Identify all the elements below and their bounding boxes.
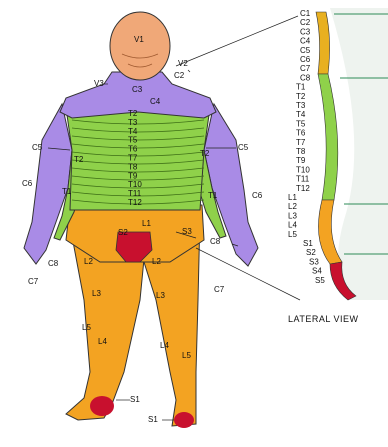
label-c7-left: C7 <box>28 277 39 286</box>
label-l4-right: L4 <box>160 341 169 350</box>
spine-label-t5: T5 <box>296 119 306 128</box>
spine-label-l5: L5 <box>288 230 297 239</box>
spine-label-t8: T8 <box>296 147 306 156</box>
spine-label-c8: C8 <box>300 73 311 82</box>
spine-label-t7: T7 <box>296 138 306 147</box>
lateral-view-caption: LATERAL VIEW <box>288 314 359 324</box>
torso-label-t10: T10 <box>128 180 142 189</box>
spine-label-l3: L3 <box>288 211 297 220</box>
torso-label-t11: T11 <box>128 189 142 198</box>
label-s2: S2 <box>118 228 128 237</box>
spine-label-l1: L1 <box>288 193 297 202</box>
label-l5-left: L5 <box>82 323 91 332</box>
label-c6-right: C6 <box>252 191 263 200</box>
spine-label-c1: C1 <box>300 9 311 18</box>
label-v1: V1 <box>134 35 144 44</box>
torso-label-t8: T8 <box>128 162 138 171</box>
spine-label-t9: T9 <box>296 156 306 165</box>
cervical-spine <box>316 12 330 74</box>
label-c4: C4 <box>150 97 161 106</box>
left-foot-s1 <box>90 396 114 416</box>
head <box>110 12 170 80</box>
lateral-spine <box>316 8 388 300</box>
label-l2-left: L2 <box>84 257 93 266</box>
label-t1-right: T1 <box>208 191 218 200</box>
spine-label-c5: C5 <box>300 46 311 55</box>
spine-label-t4: T4 <box>296 110 306 119</box>
spine-label-t1: T1 <box>296 83 306 92</box>
torso-label-t4: T4 <box>128 127 138 136</box>
torso-label-t3: T3 <box>128 118 138 127</box>
label-c6-left: C6 <box>22 179 33 188</box>
label-v3: V3 <box>94 79 104 88</box>
label-l4-left: L4 <box>98 337 107 346</box>
label-t1-left: T1 <box>62 187 72 196</box>
torso-label-t7: T7 <box>128 154 138 163</box>
spine-label-s3: S3 <box>309 257 319 266</box>
thoracic-spine <box>318 74 338 200</box>
label-s1-foot: S1 <box>130 395 140 404</box>
label-l3-left: L3 <box>92 289 101 298</box>
spine-label-c2: C2 <box>300 18 311 27</box>
label-c5-left: C5 <box>32 143 43 152</box>
spine-label-s4: S4 <box>312 267 322 276</box>
torso-label-t12: T12 <box>128 198 142 207</box>
label-c8-left: C8 <box>48 259 59 268</box>
label-v2: V2 <box>178 59 188 68</box>
right-heel-s1 <box>174 412 194 428</box>
spine-label-t11: T11 <box>296 175 310 184</box>
spine-label-l4: L4 <box>288 221 297 230</box>
label-l3-right: L3 <box>156 291 165 300</box>
label-c8-right: C8 <box>210 237 221 246</box>
spine-label-c7: C7 <box>300 64 311 73</box>
spine-label-c4: C4 <box>300 37 311 46</box>
label-s3: S3 <box>182 227 192 236</box>
spine-label-t6: T6 <box>296 129 306 138</box>
label-c7-right: C7 <box>214 285 225 294</box>
label-l2-right: L2 <box>152 257 161 266</box>
head-shape <box>110 12 170 80</box>
torso-label-t9: T9 <box>128 171 138 180</box>
spine-label-s5: S5 <box>315 276 325 285</box>
label-l1: L1 <box>142 219 151 228</box>
spine-label-s2: S2 <box>306 248 316 257</box>
label-t2-left: T2 <box>74 155 84 164</box>
spine-label-t3: T3 <box>296 101 306 110</box>
spine-label-l2: L2 <box>288 202 297 211</box>
label-c5-right: C5 <box>238 143 249 152</box>
label-c3: C3 <box>132 85 143 94</box>
spine-label-t10: T10 <box>296 165 310 174</box>
torso-label-t2: T2 <box>128 109 138 118</box>
label-s1-heel: S1 <box>148 415 158 424</box>
label-c2: C2 <box>174 71 185 80</box>
label-t2-right: T2 <box>200 149 210 158</box>
spine-label-c3: C3 <box>300 27 311 36</box>
torso-label-t6: T6 <box>128 145 138 154</box>
spine-label-t12: T12 <box>296 184 310 193</box>
label-l5-right: L5 <box>182 351 191 360</box>
spine-label-c6: C6 <box>300 55 311 64</box>
torso-label-t5: T5 <box>128 136 138 145</box>
spine-label-t2: T2 <box>296 92 306 101</box>
spine-label-s1: S1 <box>303 239 313 248</box>
